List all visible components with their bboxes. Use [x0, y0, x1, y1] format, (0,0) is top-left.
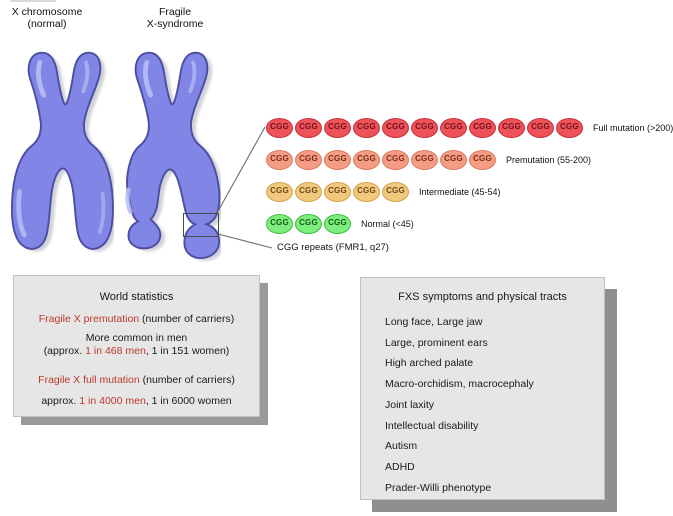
- fxs-symptoms-title: FXS symptoms and physical tracts: [398, 291, 567, 303]
- cgg-oval: CGG: [382, 150, 409, 170]
- cgg-oval: CGG: [324, 214, 351, 234]
- premutation-approx-prefix: (approx.: [43, 345, 86, 357]
- normal-chromosome-label-line2: (normal): [27, 18, 67, 30]
- cgg-oval: CGG: [440, 150, 467, 170]
- x-chromosome-normal-illustration: [11, 51, 114, 252]
- cgg-oval: CGG: [382, 118, 409, 138]
- symptom-item: Intellectual disability: [385, 419, 479, 432]
- normal-chromosome-label-line1: X chromosome: [11, 6, 83, 18]
- premutation-note: More common in men: [85, 332, 188, 344]
- symptom-item: Prader-Willi phenotype: [385, 481, 492, 494]
- full-mutation-approx-line: approx. 1 in 4000 men, 1 in 6000 women: [14, 395, 259, 407]
- world-statistics-title: World statistics: [99, 291, 174, 303]
- symptom-item: Long face, Large jaw: [385, 316, 483, 328]
- cgg-oval: CGG: [469, 150, 496, 170]
- full-mutation-heading-rest: (number of carriers): [139, 374, 235, 386]
- x-chromosome-fragile-illustration: [125, 51, 221, 261]
- fxs-symptoms-box: FXS symptoms and physical tracts Long fa…: [360, 277, 605, 500]
- premutation-approx-rest: , 1 in 151 women): [145, 345, 230, 357]
- cgg-oval: CGG: [266, 150, 293, 170]
- symptom-item: Macro-orchidism, macrocephaly: [385, 378, 534, 391]
- cgg-oval: CGG: [527, 118, 554, 138]
- full-mutation-approx-prefix: approx.: [41, 395, 80, 407]
- cgg-row-label: Premutation (55-200): [506, 155, 592, 165]
- premutation-heading-red: Fragile X premutation: [38, 313, 140, 325]
- cgg-oval: CGG: [440, 118, 467, 138]
- premutation-heading-rest: (number of carriers): [139, 313, 235, 325]
- cgg-row-label: Normal (<45): [361, 219, 414, 229]
- symptom-item: High arched palate: [385, 357, 474, 370]
- cgg-oval: CGG: [266, 214, 293, 234]
- cgg-oval: CGG: [295, 214, 322, 234]
- symptom-item: Autism: [385, 440, 418, 453]
- cgg-oval: CGG: [498, 118, 525, 138]
- world-statistics-box: World statistics Fragile X premutation (…: [13, 275, 260, 417]
- symptom-item: Large, prominent ears: [385, 336, 488, 349]
- premutation-approx-red: 1 in 468 men: [85, 345, 146, 357]
- normal-chromosome-label: X chromosome (normal): [0, 6, 94, 30]
- cgg-oval: CGG: [469, 118, 496, 138]
- premutation-approx-line: (approx. 1 in 468 men, 1 in 151 women): [14, 345, 259, 357]
- full-mutation-approx-rest: , 1 in 6000 women: [145, 395, 232, 407]
- cgg-oval: CGG: [353, 118, 380, 138]
- fragile-chromosome-label-line2: X-syndrome: [146, 18, 204, 30]
- cgg-oval: CGG: [324, 118, 351, 138]
- symptom-item: ADHD: [385, 460, 415, 473]
- cgg-oval: CGG: [353, 182, 380, 202]
- full-mutation-heading-red: Fragile X full mutation: [38, 374, 140, 386]
- cgg-oval: CGG: [382, 182, 409, 202]
- cgg-oval: CGG: [324, 182, 351, 202]
- cgg-oval: CGG: [266, 182, 293, 202]
- cgg-row-label: Full mutation (>200): [593, 123, 673, 133]
- cgg-oval: CGG: [411, 118, 438, 138]
- cgg-oval: CGG: [266, 118, 293, 138]
- fragile-chromosome-label: Fragile X-syndrome: [128, 6, 222, 30]
- symptom-item: Joint laxity: [385, 398, 435, 411]
- full-mutation-approx-red: 1 in 4000 men: [79, 395, 146, 407]
- cgg-oval: CGG: [324, 150, 351, 170]
- cgg-row-label: Intermediate (45-54): [419, 187, 501, 197]
- cgg-oval: CGG: [295, 182, 322, 202]
- premutation-heading: Fragile X premutation (number of carrier…: [14, 313, 259, 325]
- cgg-repeats-pointer-label: CGG repeats (FMR1, q27): [277, 242, 389, 253]
- cgg-oval: CGG: [295, 118, 322, 138]
- fragile-chromosome-label-line1: Fragile: [158, 6, 192, 18]
- full-mutation-heading: Fragile X full mutation (number of carri…: [14, 374, 259, 386]
- top-edge-artifact: [10, 0, 56, 2]
- cgg-oval: CGG: [411, 150, 438, 170]
- fragile-site-callout-box: [183, 213, 219, 237]
- cgg-oval: CGG: [353, 150, 380, 170]
- cgg-oval: CGG: [295, 150, 322, 170]
- cgg-oval: CGG: [556, 118, 583, 138]
